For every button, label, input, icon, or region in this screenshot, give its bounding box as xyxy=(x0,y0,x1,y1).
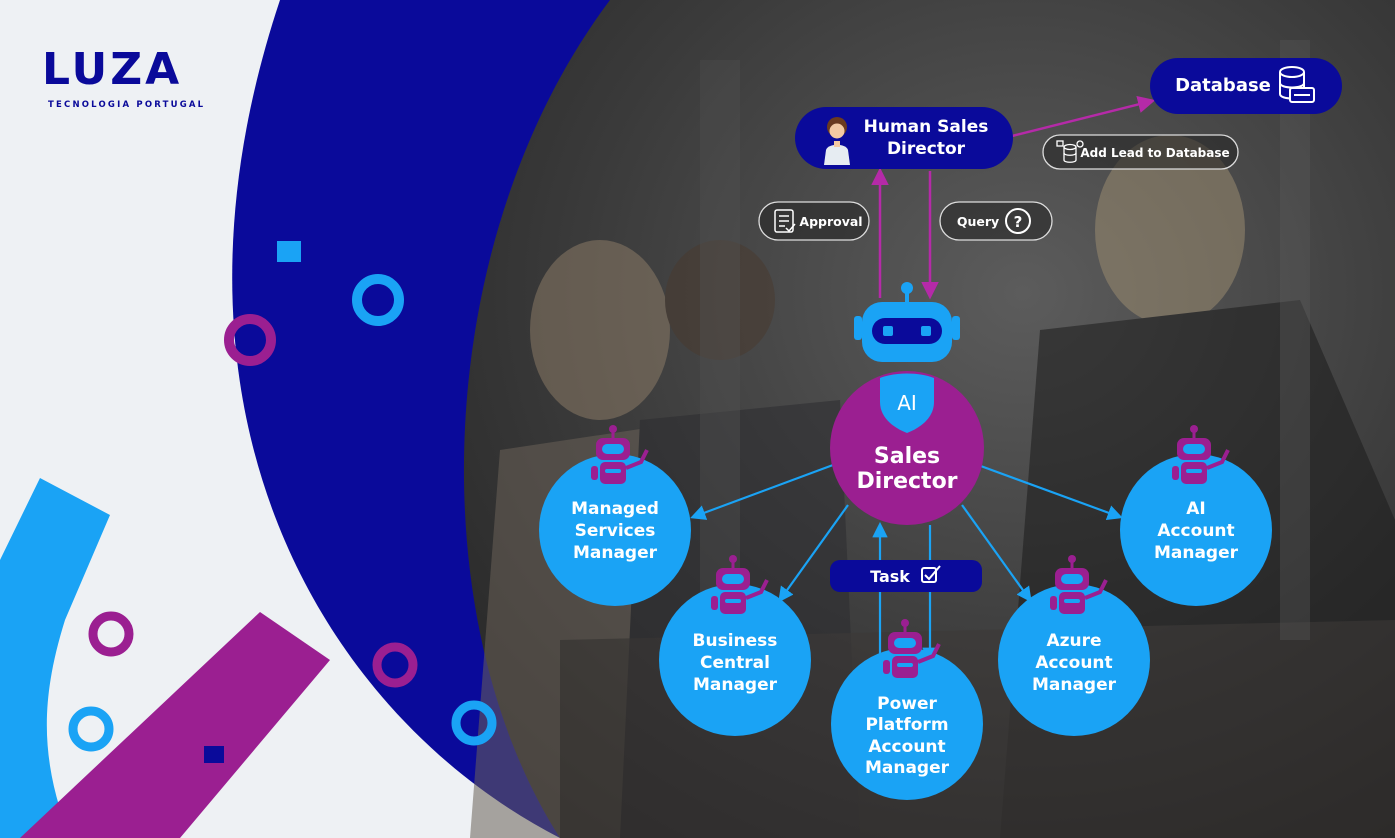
decor-ring xyxy=(372,642,418,688)
query-label: Query xyxy=(957,214,999,229)
approval-label: Approval xyxy=(799,214,862,229)
label-add-lead: Add Lead to Database xyxy=(1042,134,1239,170)
robot-head-icon xyxy=(854,282,960,362)
robot-icon xyxy=(1172,425,1230,484)
sales-director-line1: Sales xyxy=(874,444,940,469)
decor-ring xyxy=(224,314,276,366)
decor-ring xyxy=(88,611,134,657)
luza-logo: LUZA TECNOLOGIA PORTUGAL xyxy=(42,44,205,110)
logo-wordmark: LUZA xyxy=(42,44,182,95)
ai-shield-icon: AI xyxy=(880,373,934,433)
node-ai-account-manager: AI Account Manager xyxy=(1120,425,1272,606)
node-sales-director: AI Sales Director xyxy=(830,282,984,525)
business-central-line3: Manager xyxy=(693,675,778,695)
azure-account-line3: Manager xyxy=(1032,675,1117,695)
node-managed-services-manager: Managed Services Manager xyxy=(539,425,691,606)
robot-icon xyxy=(883,619,941,678)
decor-blue-stripe xyxy=(0,478,110,838)
database-label: Database xyxy=(1175,75,1271,96)
decor-ring xyxy=(352,274,404,326)
checklist-icon xyxy=(774,209,796,233)
power-platform-line1: Power xyxy=(877,694,937,714)
node-azure-account-manager: Azure Account Manager xyxy=(998,555,1150,736)
ai-account-line3: Manager xyxy=(1154,543,1239,563)
label-approval: Approval xyxy=(758,201,870,241)
business-central-line1: Business xyxy=(693,631,778,651)
managed-services-line3: Manager xyxy=(573,543,658,563)
human-sales-director-line2: Director xyxy=(887,139,966,159)
logo-tagline: TECNOLOGIA PORTUGAL xyxy=(48,100,205,110)
edge-to-azure-account xyxy=(961,504,1032,603)
power-platform-line2: Platform xyxy=(865,715,948,735)
decor-magenta-stripe xyxy=(20,612,330,838)
ai-badge-text: AI xyxy=(897,391,917,415)
node-database: Database xyxy=(1150,58,1342,114)
decor-ring xyxy=(451,700,497,746)
ai-account-line1: AI xyxy=(1186,499,1205,519)
robot-icon xyxy=(591,425,649,484)
azure-account-line2: Account xyxy=(1035,653,1112,673)
checkbox-icon xyxy=(921,565,941,583)
human-avatar-icon xyxy=(824,117,850,165)
managed-services-line1: Managed xyxy=(571,499,659,519)
svg-text:?: ? xyxy=(1014,213,1023,231)
add-lead-label: Add Lead to Database xyxy=(1080,146,1229,160)
business-central-line2: Central xyxy=(700,653,770,673)
question-icon: ? xyxy=(1005,208,1031,234)
database-icon xyxy=(1279,66,1315,103)
label-query: Query ? xyxy=(939,201,1053,241)
decor-ring xyxy=(68,706,114,752)
robot-icon xyxy=(711,555,769,614)
database-add-icon xyxy=(1056,140,1084,163)
edge-to-business-central xyxy=(778,504,849,603)
azure-account-line1: Azure xyxy=(1046,631,1101,651)
edge-to-managed-services xyxy=(690,463,834,520)
power-platform-line4: Manager xyxy=(865,758,950,778)
managed-services-line2: Services xyxy=(575,521,656,541)
edge-to-ai-account xyxy=(977,463,1123,520)
ai-account-line2: Account xyxy=(1157,521,1234,541)
decor-square-blue xyxy=(277,241,301,262)
node-human-sales-director: Human Sales Director xyxy=(795,107,1013,169)
label-task: Task xyxy=(830,560,982,592)
node-business-central-manager: Business Central Manager xyxy=(659,555,811,736)
edge-add-lead xyxy=(1011,95,1156,138)
task-label: Task xyxy=(870,567,910,586)
human-sales-director-line1: Human Sales xyxy=(864,117,989,137)
sales-director-line2: Director xyxy=(856,469,957,494)
decor-square-navy xyxy=(204,746,224,763)
node-power-platform-account-manager: Power Platform Account Manager xyxy=(831,619,983,800)
robot-icon xyxy=(1050,555,1108,614)
power-platform-line3: Account xyxy=(868,737,945,757)
